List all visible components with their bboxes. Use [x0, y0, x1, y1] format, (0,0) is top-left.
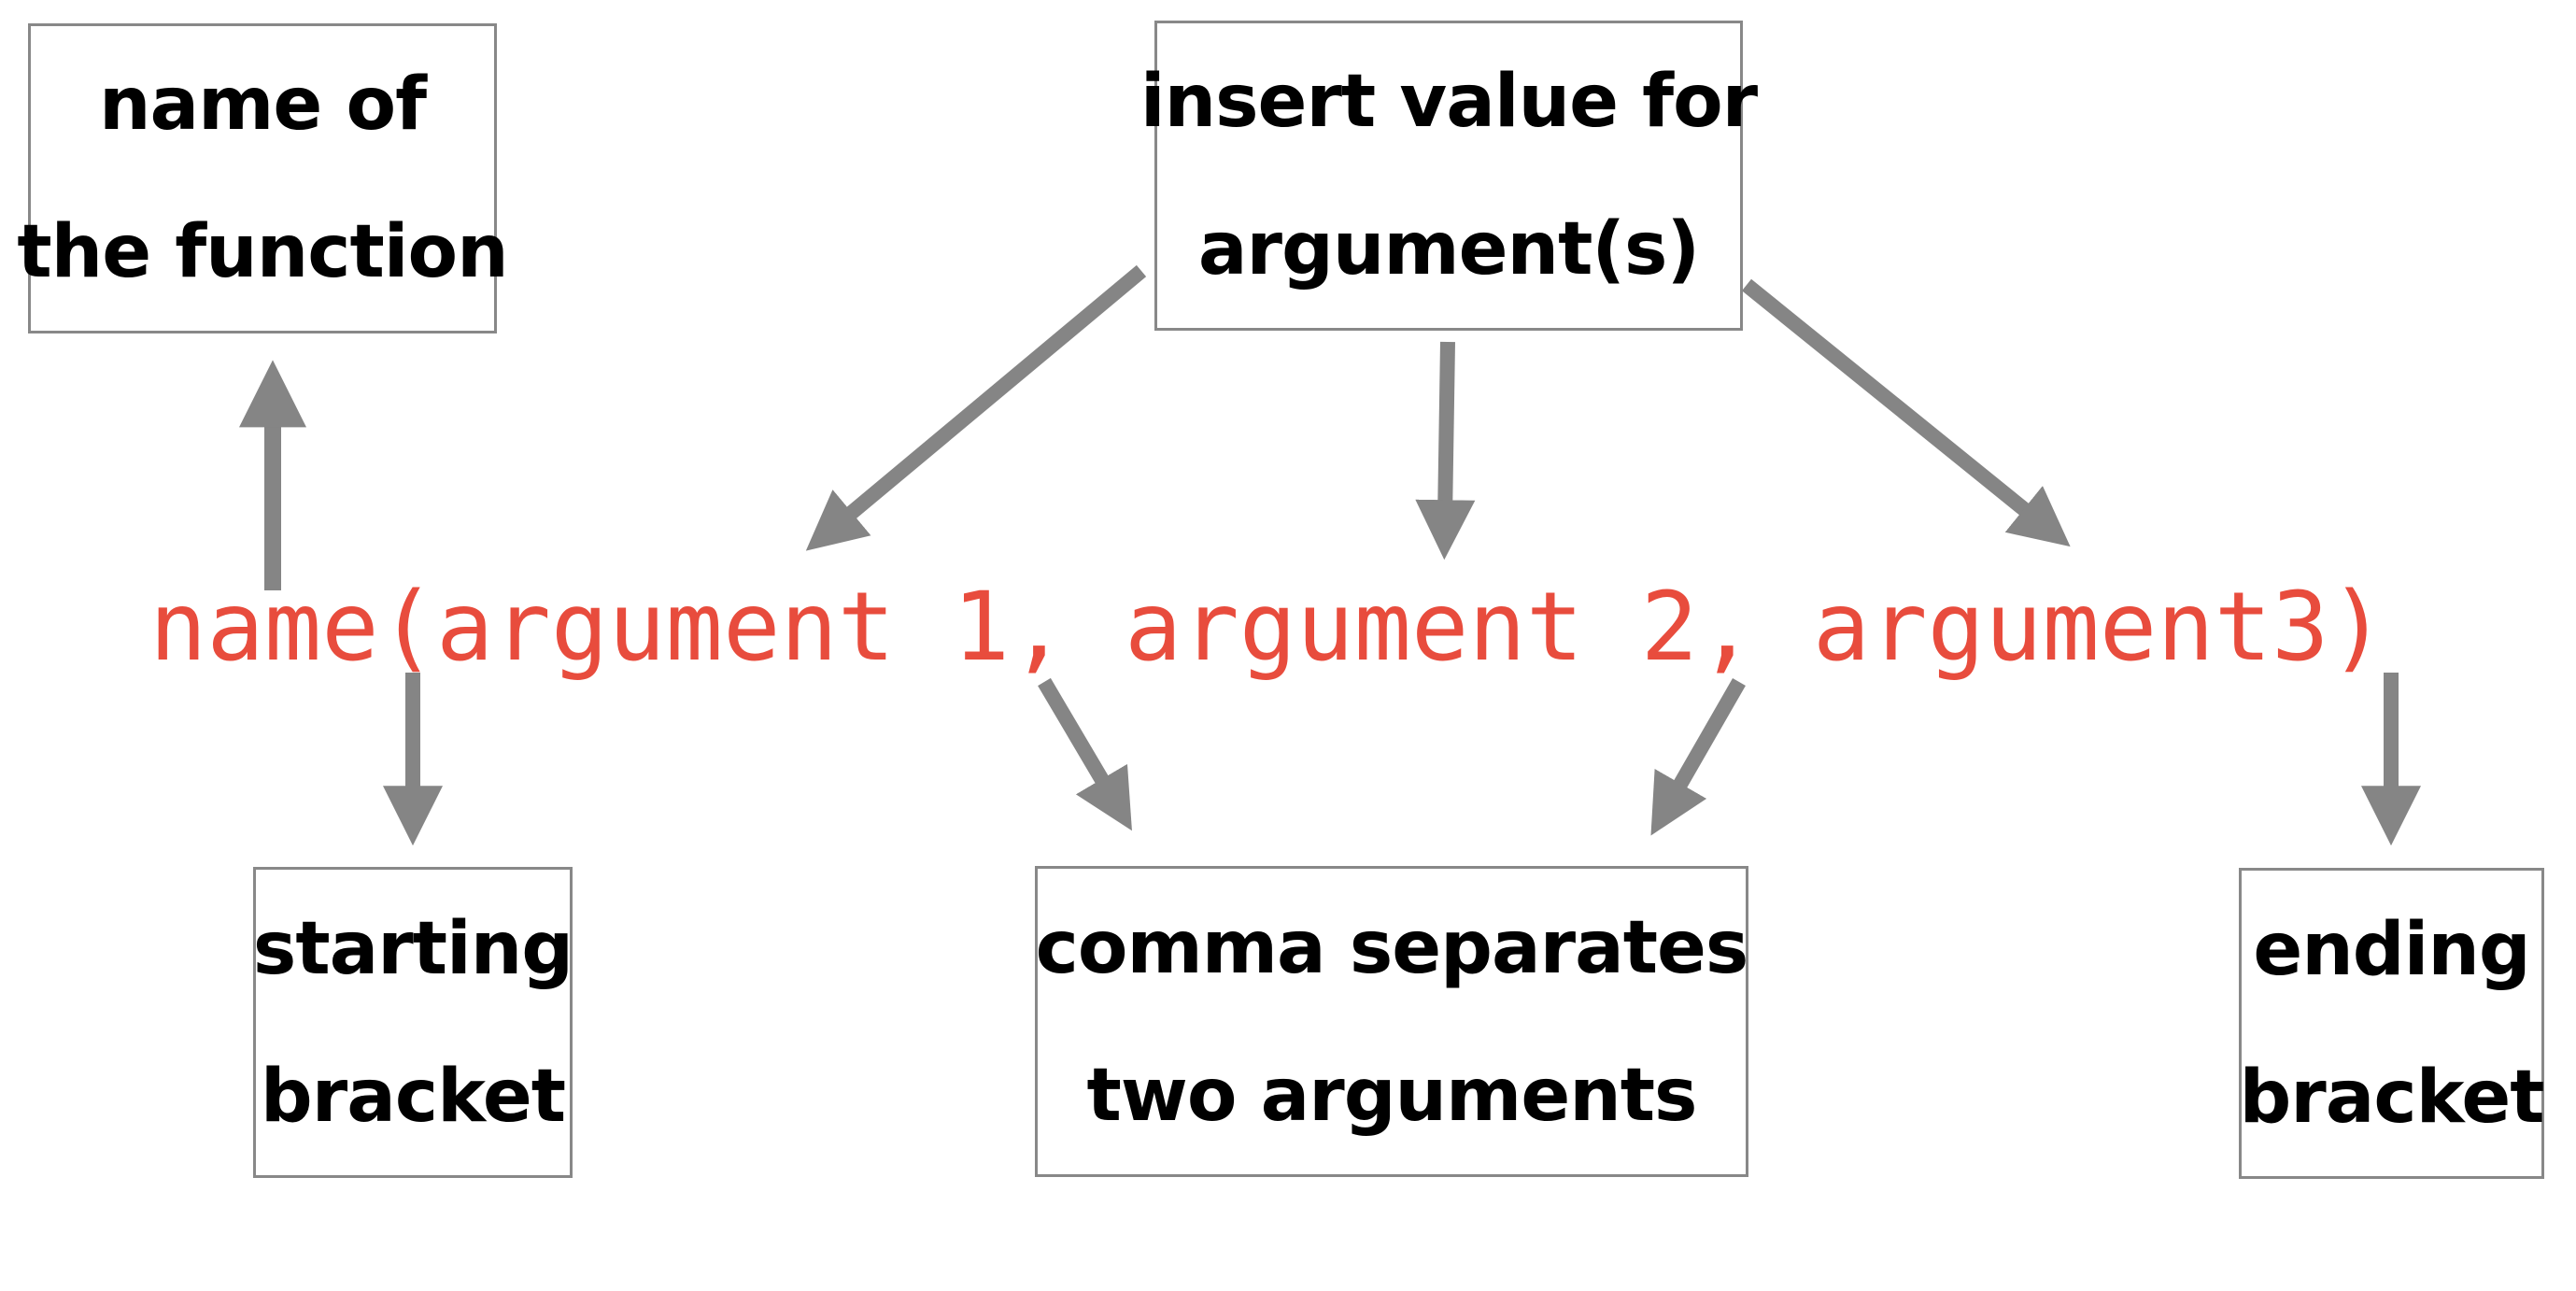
- arrow-insert-to-argument3: [1741, 278, 2071, 547]
- label-starting-bracket-line1: starting: [252, 906, 573, 991]
- label-name-of-function-line2: the function: [17, 210, 508, 294]
- label-ending-bracket-line1: ending: [2253, 907, 2530, 992]
- arrow-comma2-to-label: [1650, 678, 1746, 836]
- arrow-insert-to-argument1: [805, 264, 1147, 551]
- label-insert-value-line2: argument(s): [1197, 207, 1700, 291]
- arrow-comma1-to-label: [1038, 677, 1132, 831]
- label-starting-bracket-line2: bracket: [260, 1054, 566, 1139]
- label-ending-bracket-line2: bracket: [2239, 1055, 2544, 1140]
- arrow-insert-to-argument2: [1415, 341, 1476, 560]
- function-call-code: name(argument 1, argument 2, argument3): [149, 572, 2386, 683]
- label-name-of-function: name of the function: [17, 23, 509, 333]
- label-insert-value: insert value for argument(s): [1140, 21, 1758, 331]
- label-name-of-function-line1: name of: [98, 63, 427, 147]
- label-starting-bracket: starting bracket: [253, 867, 573, 1178]
- label-comma-separates-line1: comma separates: [1035, 905, 1749, 990]
- label-insert-value-line1: insert value for: [1139, 60, 1758, 144]
- label-ending-bracket: ending bracket: [2239, 868, 2545, 1179]
- label-comma-separates: comma separates two arguments: [1035, 866, 1748, 1177]
- label-comma-separates-line2: two arguments: [1086, 1053, 1698, 1138]
